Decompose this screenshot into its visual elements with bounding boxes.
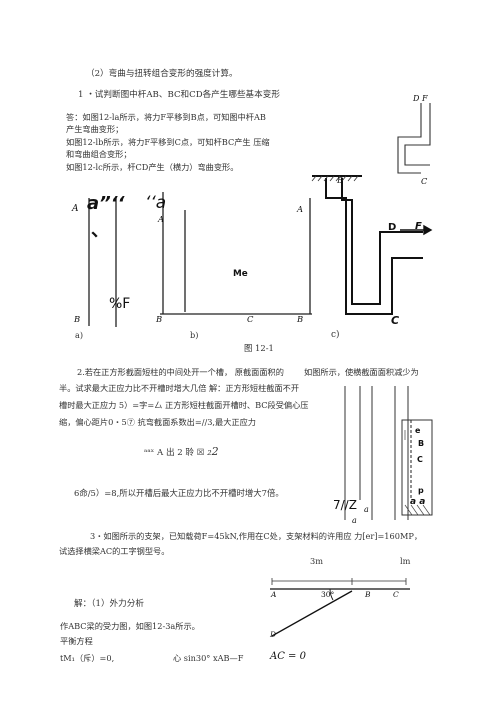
column-label-p: p	[418, 486, 424, 495]
column-label-a-bottom: a	[352, 516, 357, 525]
problem2-result: 6命/5）=8,所以开槽后最大正应力比不开槽时增大7倍。	[74, 488, 284, 498]
problem1-statement: 1 ・试判断图中杆AB、BC和CD各产生哪些基本变形	[78, 90, 280, 100]
bracket-label-b: B	[365, 590, 371, 599]
bracket-label-angle: 30°	[321, 590, 335, 599]
label-df: D F	[413, 94, 428, 103]
bracket-dims	[271, 578, 407, 585]
bracket-diagram	[270, 588, 410, 637]
figure-caption: 图 12-1	[244, 343, 274, 353]
label-a-right: A	[297, 204, 304, 214]
problem2-line-2: 半。试求最大正应力比不开槽时增大几倍 解：正方形短柱截面不开	[59, 383, 300, 393]
dot-mark: 、	[91, 220, 109, 241]
subfig-c: c)	[331, 330, 340, 340]
column-label-b: B	[418, 439, 425, 448]
slotted-column-hatch	[404, 430, 431, 516]
bracket-label-c: C	[393, 590, 399, 599]
label-b-1: B	[74, 314, 81, 324]
equation-left: tM₁（斥）=0,	[60, 653, 115, 663]
solution-heading: 解：（1）外力分析	[74, 599, 144, 609]
equation-right: AC = 0	[270, 651, 306, 662]
panel-c-frame	[312, 175, 423, 315]
answer-line-4: 和弯曲组合变形；	[66, 149, 132, 159]
label-c-3: C	[391, 314, 400, 327]
bracket-angle-arc	[329, 588, 334, 601]
answer-line-5: 如图12-lc所示，杆CD产生（横力）弯曲变形。	[66, 162, 239, 172]
problem2-line-4: 缩，偏心距片0・5⑦ 抗弯截面系数出=//3,最大正应力	[59, 417, 256, 427]
solution-line: 作ABC梁的受力图，如图12-3a所示。	[60, 621, 200, 631]
panel-a-lines	[88, 196, 117, 327]
balance-label: 平衡方程	[60, 636, 93, 646]
bracket-label-d: D	[270, 630, 277, 639]
formula-tail: ₂2	[207, 445, 219, 458]
subfig-a: a)	[75, 330, 84, 340]
answer-line-1: 答：如图12-la所示，将力F平移到B点，可知图中杆AB	[66, 112, 266, 122]
label-pct-f: %F	[109, 296, 131, 312]
label-me: Me	[233, 269, 248, 279]
label-f: F	[415, 221, 422, 232]
answer-line-2: 产生弯曲变形；	[66, 124, 124, 134]
dim-1m: lm	[400, 556, 411, 566]
label-b-3: B	[297, 314, 304, 324]
column-label-z: 7//Z	[333, 498, 357, 512]
force-arrow	[400, 224, 433, 236]
dim-3m: 3m	[310, 556, 323, 566]
label-d: D	[388, 222, 397, 233]
formula-body: ᵃᵃˣ A 出 2 聆 ☒	[144, 448, 208, 458]
bracket-label-a: A	[271, 590, 277, 599]
slotted-column-diagram	[344, 386, 433, 520]
panel-c-hatch	[311, 175, 359, 182]
column-label-aa: a a	[410, 497, 426, 507]
small-frame-diagram	[397, 103, 431, 174]
label-a-mid: A	[158, 214, 164, 224]
label-b-2: B	[156, 314, 163, 324]
column-label-c: C	[417, 455, 423, 464]
label-c-top: C	[421, 176, 428, 186]
column-label-e: e	[415, 426, 421, 435]
answer-line-3: 如图12-lb所示，将力F平移到C点，可知杆BC产生 压缩	[66, 137, 270, 147]
section-title: （2）弯曲与扭转组合变形的强度计算。	[86, 69, 238, 79]
problem3-line-2: 试选择横梁AC的工字钢型号。	[59, 546, 170, 556]
garble-a-right: ‘‘a	[145, 193, 167, 213]
problem2-overlap: 如图所示，使横截面面积减少为	[304, 367, 419, 377]
problem2-line-3: 槽时最大正应力 5）=字=厶 正方形短柱截面开槽时、BC段受偏心压	[59, 400, 309, 410]
label-a-left: A	[72, 204, 79, 214]
problem2-line-1: 2.若在正方形截面短柱的中间处开一个槽， 原截面面积的	[77, 367, 284, 377]
subfig-b: b)	[190, 330, 199, 340]
column-label-a: a	[364, 505, 369, 514]
label-b-top: B	[337, 175, 344, 185]
garble-a-left: a”‘‘	[87, 193, 125, 214]
equation-mid: 心 sin30° xAB—F	[173, 653, 244, 663]
panel-b-frame	[160, 192, 312, 315]
problem3-line-1: 3・如图所示的支架，已知载荷F=45kN,作用在C处，支架材料的许用应 力[er…	[90, 531, 423, 541]
label-c-2: C	[247, 314, 254, 324]
problem2-formula: ᵃᵃˣ A 出 2 聆 ☒ ₂2	[144, 446, 219, 458]
